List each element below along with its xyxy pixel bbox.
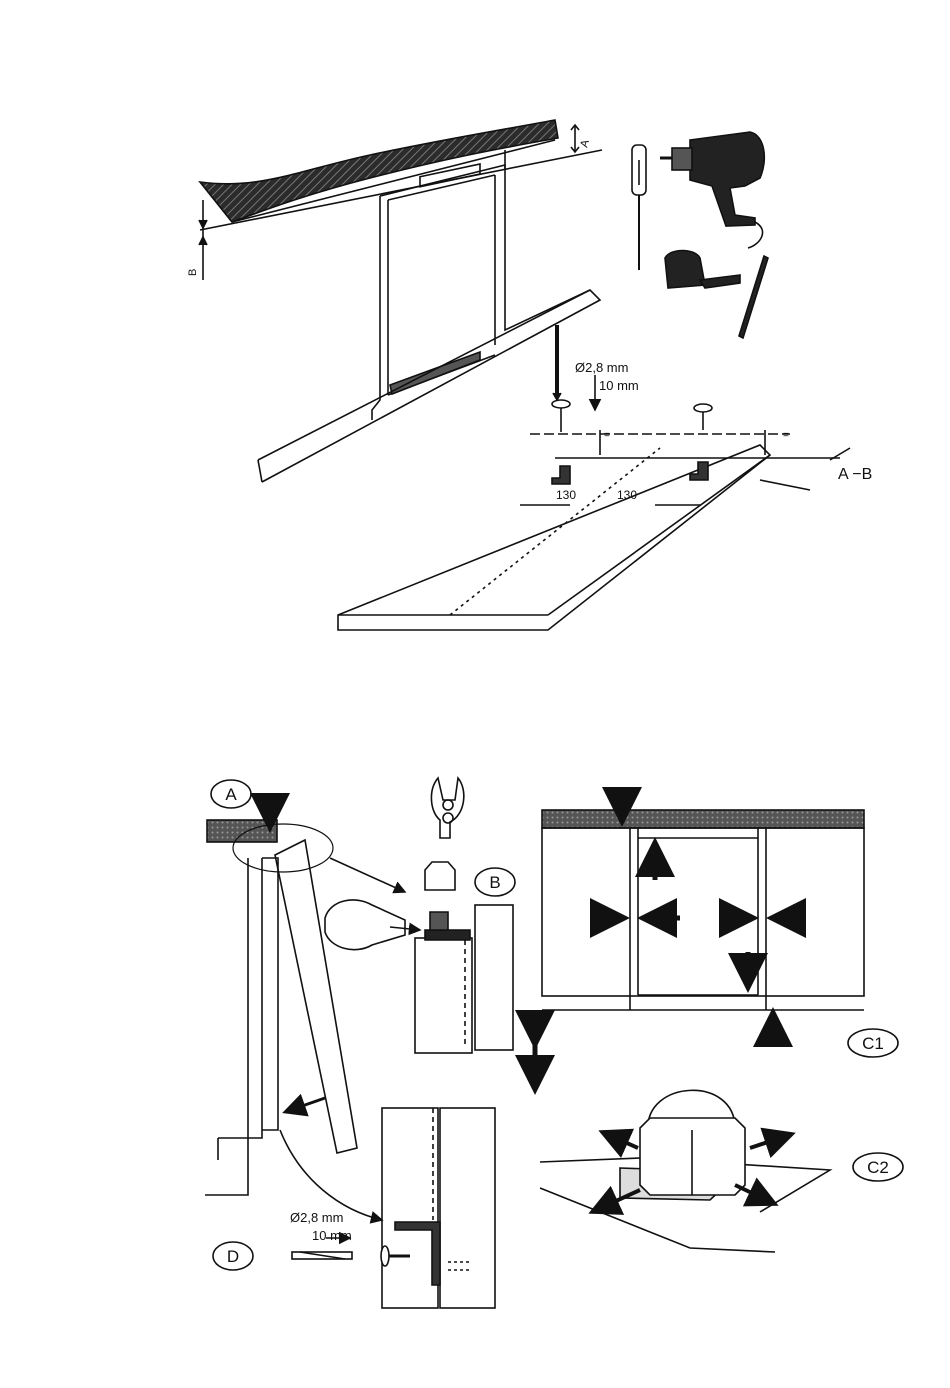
screwdriver-icon (632, 145, 646, 270)
wrench-icon-top (431, 778, 463, 838)
drill-diameter-label: Ø2,8 mm (575, 360, 628, 375)
screw-horizontal (381, 1246, 410, 1266)
bottom-drill-depth-label: 10 mm (312, 1228, 352, 1243)
drill-bit-horizontal (292, 1252, 352, 1259)
drill-bit (553, 325, 561, 400)
bottom-drill-diameter-label: Ø2,8 mm (290, 1210, 343, 1225)
drill-depth-label: 10 mm (599, 378, 639, 393)
power-drill-icon (660, 132, 764, 248)
dim-a-label: A (578, 138, 592, 149)
tape-measure-icon (665, 251, 740, 289)
step-d-label: D (227, 1247, 239, 1266)
wrench-icon-side (325, 900, 420, 950)
equal-mark-right: = (783, 430, 789, 441)
step-a-label: A (225, 785, 237, 804)
worktop-section (207, 820, 277, 842)
cabinet-front-view (542, 788, 864, 1035)
mounting-bracket-right (690, 462, 708, 480)
offset-label: A −B (838, 466, 872, 483)
top-installation-figure (199, 120, 850, 630)
screw-left (552, 400, 570, 432)
c1-equal-mark-right: = (793, 898, 801, 913)
cap-nut-detail (540, 1090, 830, 1252)
equal-mark-left: = (604, 430, 610, 441)
hex-nut (425, 862, 455, 890)
step-c2-label: C2 (867, 1158, 889, 1177)
screw-right (694, 404, 712, 430)
dim-b-label: B (187, 269, 199, 276)
spacing-left-label: 130 (556, 488, 576, 502)
bottom-installation-figure (205, 778, 903, 1308)
step-b-label: B (489, 873, 500, 892)
c1-equal-mark-left: = (594, 898, 602, 913)
pencil-icon (739, 256, 768, 338)
step-c1-label: C1 (862, 1034, 884, 1053)
spacing-right-label: 130 (617, 488, 637, 502)
mounting-bracket-left (552, 466, 570, 484)
